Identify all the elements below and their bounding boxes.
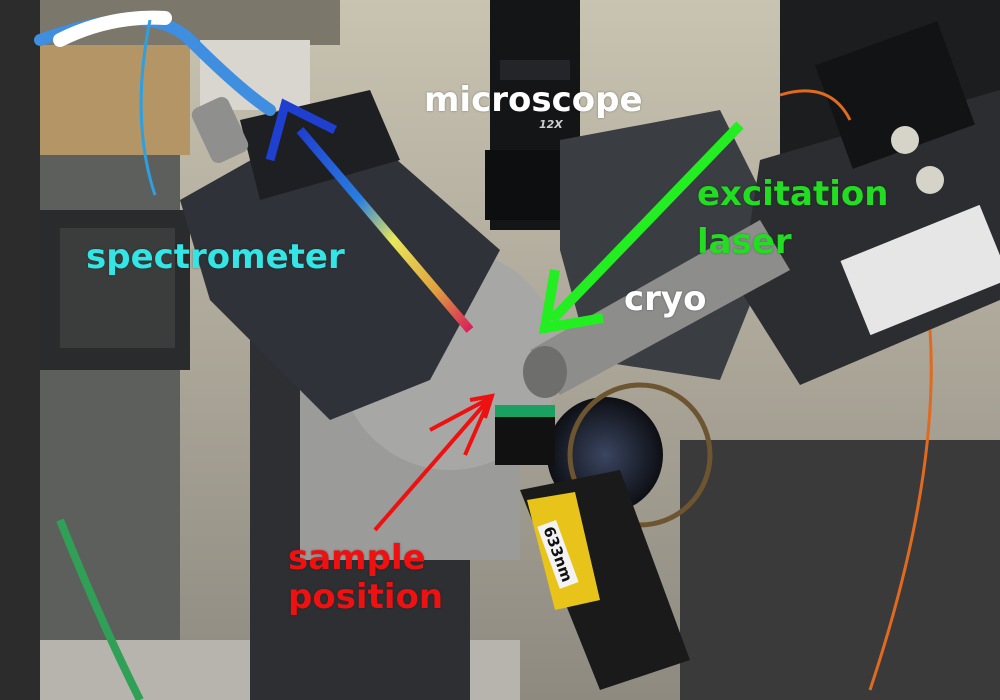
stage-knob-2 xyxy=(916,166,944,194)
translation-stage xyxy=(740,90,1000,385)
cryo-label: cryo xyxy=(624,279,707,319)
small-objective xyxy=(495,410,555,465)
cryo-rod xyxy=(530,220,790,395)
white-cable-sleeve xyxy=(53,10,172,47)
orange-fiber-top xyxy=(779,89,852,121)
objective-green-ring xyxy=(495,405,555,417)
bench-right xyxy=(680,440,1000,700)
sample-label: sample xyxy=(288,538,426,578)
cardboard-box xyxy=(40,45,190,155)
sample-arrow-lower xyxy=(463,397,492,456)
thin-blue-cable xyxy=(139,19,157,196)
microscope-band xyxy=(500,60,570,80)
excitation-label: excitation xyxy=(697,174,889,214)
green-cable xyxy=(56,518,144,700)
crt-screen xyxy=(60,228,175,348)
magnification-stamp: 12X xyxy=(539,118,563,131)
sample-arrow-upper xyxy=(429,396,491,432)
spectrum-arrow-shaft xyxy=(296,127,474,333)
laser-label: laser xyxy=(697,222,792,262)
spectrometer-port xyxy=(191,96,249,164)
scale-ruler xyxy=(840,204,1000,336)
laser-arrow-head xyxy=(538,269,604,335)
spectrum-arrow-head xyxy=(265,98,338,162)
laser-arrow-shaft xyxy=(548,121,744,324)
stage-knob-block xyxy=(815,21,975,169)
sample-arrow-long xyxy=(373,396,492,532)
stage-knob-1 xyxy=(891,126,919,154)
left-pole xyxy=(0,0,40,700)
orange-fiber-right xyxy=(868,329,933,691)
spectrometer-label: spectrometer xyxy=(86,237,345,277)
sample-arrow-tip xyxy=(469,393,495,419)
position-label: position xyxy=(288,577,444,617)
microscope-label: microscope xyxy=(424,80,643,120)
cryo-tip xyxy=(523,346,567,398)
